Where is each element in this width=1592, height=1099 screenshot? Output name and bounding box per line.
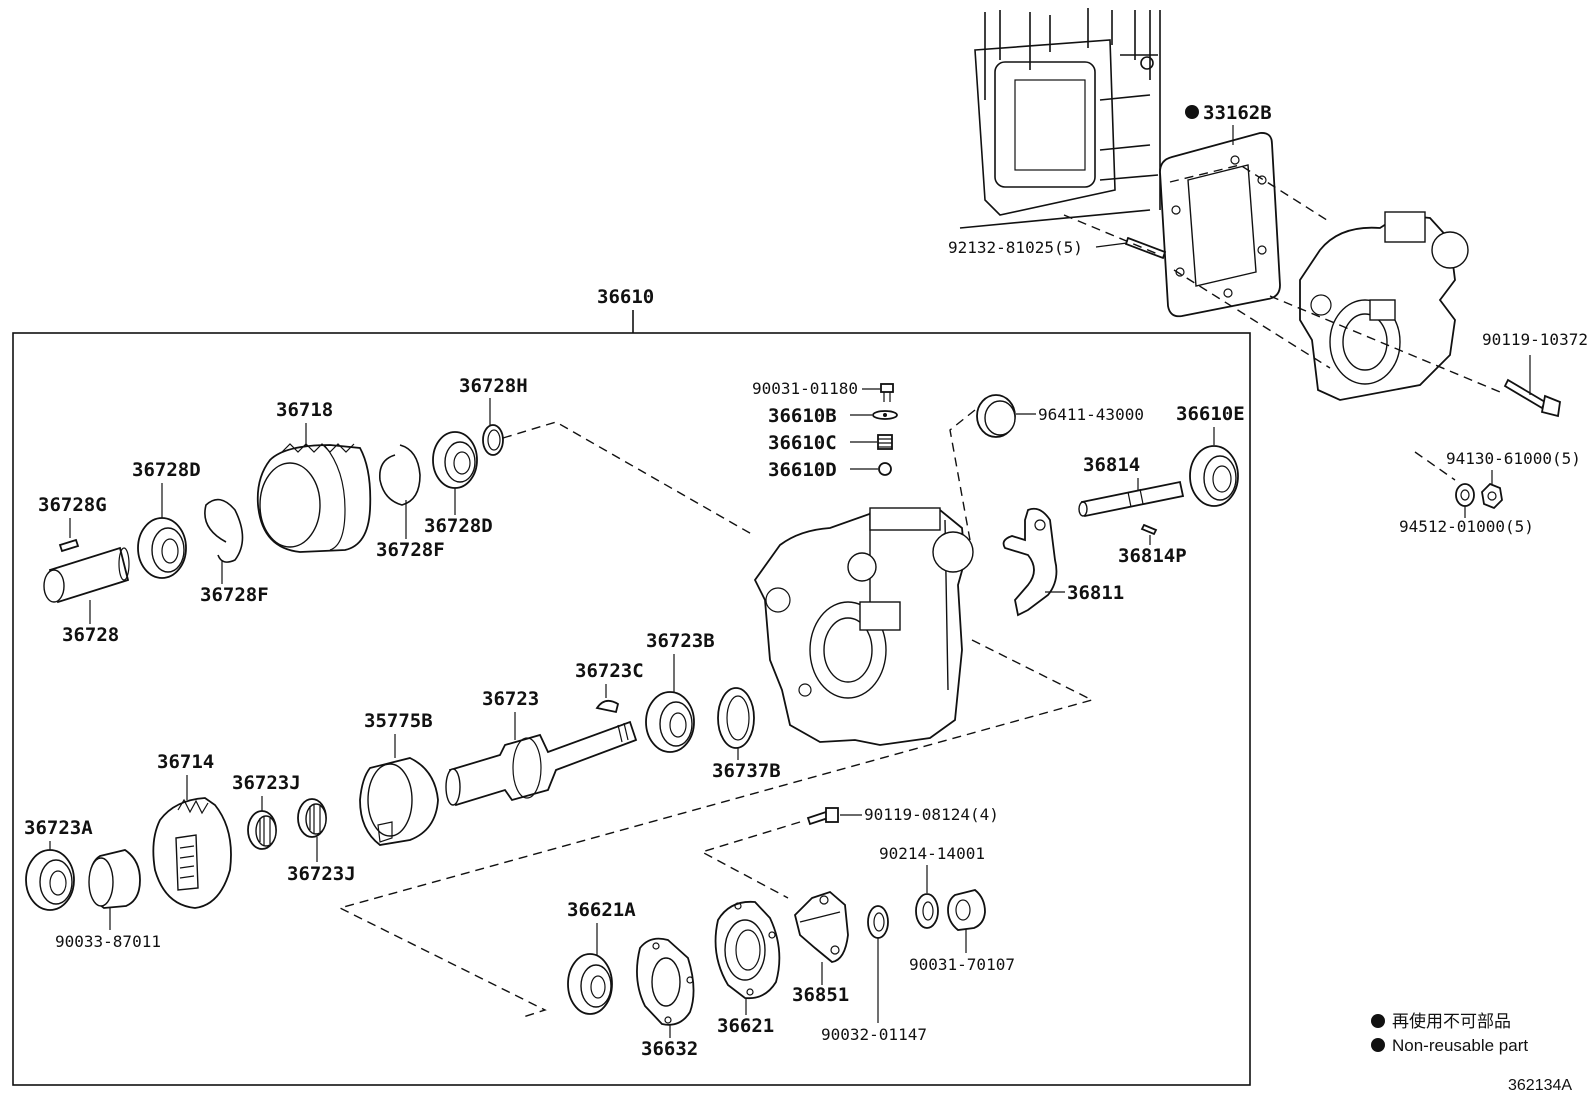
label-33162b: 33162B	[1203, 102, 1272, 124]
pin-36814p	[1140, 523, 1158, 536]
washer-90214	[915, 893, 939, 929]
label-36814: 36814	[1083, 454, 1140, 476]
bolt-90119-10372	[1503, 378, 1561, 418]
label-90033: 90033-87011	[55, 932, 161, 951]
label-36718: 36718	[276, 399, 333, 421]
nut-90031-70107	[947, 889, 986, 931]
label-36723c: 36723C	[575, 660, 644, 682]
needle-bearing-36723j-a	[247, 810, 277, 850]
idler-gear-36718	[256, 443, 372, 553]
assembly-number: 36610	[597, 286, 654, 308]
label-36728f-right: 36728F	[376, 539, 445, 561]
key-36723c	[595, 699, 620, 714]
snap-ring-36728f-right	[378, 444, 421, 506]
label-96411: 96411-43000	[1038, 405, 1144, 424]
label-90214: 90214-14001	[879, 844, 985, 863]
ball-36610d	[878, 462, 892, 476]
bearing-36621a	[567, 953, 613, 1015]
gasket-36632	[636, 937, 695, 1026]
snap-ring-36728f-left	[204, 498, 244, 563]
shaft-36728	[43, 546, 130, 604]
non-reusable-marker-icon	[1185, 105, 1199, 119]
label-36621a: 36621A	[567, 899, 636, 921]
needle-bearing-36723j-b	[297, 798, 327, 838]
legend-marker-icon-2	[1371, 1038, 1385, 1052]
label-36714: 36714	[157, 751, 214, 773]
label-36610e: 36610E	[1176, 403, 1245, 425]
screw-90031-01180	[880, 383, 894, 402]
collar-90033	[88, 849, 141, 909]
label-90119-08124: 90119-08124(4)	[864, 805, 999, 824]
label-36728d-right: 36728D	[424, 515, 493, 537]
bearing-36723a	[25, 849, 75, 911]
label-90119-10372: 90119-10372	[1482, 330, 1588, 349]
label-36610b: 36610B	[768, 405, 837, 427]
transmission-case	[959, 8, 1161, 229]
shim-36737b	[717, 687, 755, 749]
bearing-36728d-right	[432, 431, 478, 489]
gasket-33162b	[1159, 132, 1281, 318]
output-shaft-36723	[445, 720, 638, 807]
label-36632: 36632	[641, 1038, 698, 1060]
label-36814p: 36814P	[1118, 545, 1187, 567]
pto-housing-36610	[753, 507, 974, 746]
legend: 再使用不可部品 Non-reusable part	[1371, 1011, 1528, 1055]
spring-36610c	[877, 434, 893, 450]
label-90031-70107: 90031-70107	[909, 955, 1015, 974]
label-36723b: 36723B	[646, 630, 715, 652]
assembly-frame	[12, 332, 1251, 1086]
label-36851: 36851	[792, 984, 849, 1006]
label-36728d-left: 36728D	[132, 459, 201, 481]
label-36728: 36728	[62, 624, 119, 646]
label-36737b: 36737B	[712, 760, 781, 782]
washer-94512	[1455, 483, 1475, 507]
diagram-code: 362134A	[1508, 1077, 1572, 1094]
shift-fork-36811	[1002, 507, 1058, 617]
stud-bolt-92132	[1124, 236, 1167, 260]
bearing-36723b	[645, 691, 695, 753]
bearing-36610e	[1189, 445, 1239, 507]
label-36723j-bottom: 36723J	[287, 863, 356, 885]
label-36811: 36811	[1067, 582, 1124, 604]
label-36610d: 36610D	[768, 459, 837, 481]
label-36723j-top: 36723J	[232, 772, 301, 794]
drive-gear-36714	[152, 797, 232, 909]
bolt-90119-08124	[806, 807, 839, 826]
bearing-36728d-left	[137, 517, 187, 579]
pin-36728g	[58, 538, 80, 553]
washer-36728h	[482, 424, 504, 456]
label-92132: 92132-81025(5)	[948, 238, 1083, 257]
oil-seal-96411	[976, 394, 1016, 438]
bracket-36851	[794, 890, 849, 963]
legend-japanese: 再使用不可部品	[1392, 1011, 1511, 1031]
label-36610c: 36610C	[768, 432, 837, 454]
label-36728h: 36728H	[459, 375, 528, 397]
label-35775b: 35775B	[364, 710, 433, 732]
cover-36621	[714, 900, 781, 1000]
legend-marker-icon	[1371, 1014, 1385, 1028]
label-94512: 94512-01000(5)	[1399, 517, 1534, 536]
label-36723a: 36723A	[24, 817, 93, 839]
shaft-36814	[1078, 480, 1185, 518]
label-36621: 36621	[717, 1015, 774, 1037]
label-36723: 36723	[482, 688, 539, 710]
label-36728f-left: 36728F	[200, 584, 269, 606]
washer-90032	[867, 905, 889, 939]
label-90032: 90032-01147	[821, 1025, 927, 1044]
washer-36610b	[872, 410, 898, 420]
label-94130: 94130-61000(5)	[1446, 449, 1581, 468]
sleeve-35775b	[359, 757, 439, 846]
nut-94130	[1481, 482, 1503, 510]
label-90031-01180: 90031-01180	[752, 379, 858, 398]
legend-english: Non-reusable part	[1392, 1036, 1528, 1055]
pto-housing-top	[1299, 211, 1469, 401]
label-36728g: 36728G	[38, 494, 107, 516]
